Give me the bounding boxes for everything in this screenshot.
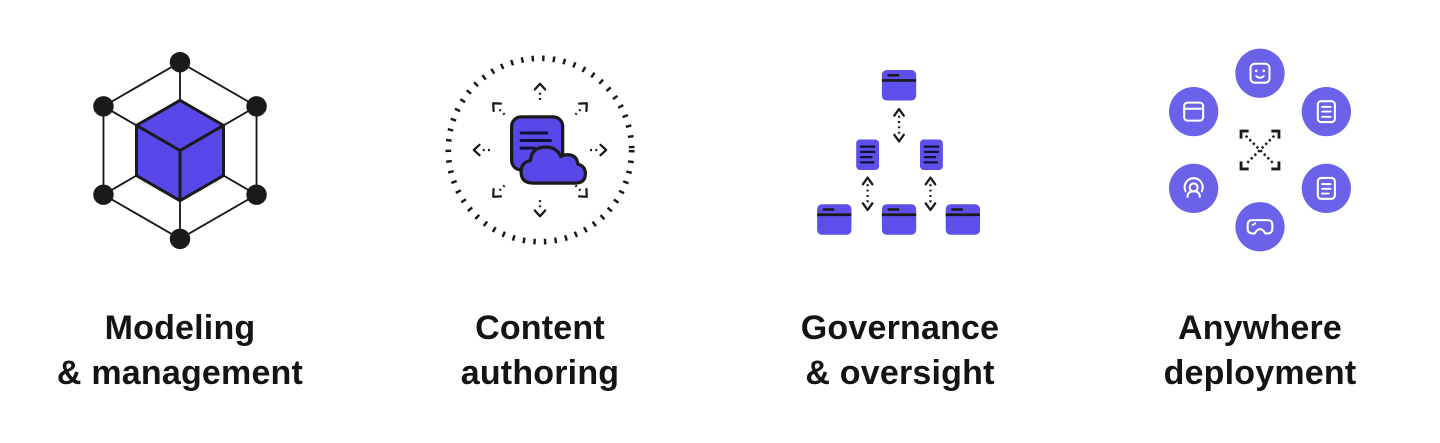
feature-modeling-management: Modeling & management xyxy=(0,0,360,443)
network-cube-svg xyxy=(93,51,267,249)
expand-icon xyxy=(1239,129,1281,171)
feature-label-line2: & oversight xyxy=(805,354,995,392)
feature-label-line2: & management xyxy=(56,354,304,392)
device-ring-expand-svg xyxy=(1169,48,1351,252)
network-cube-icon xyxy=(87,0,273,300)
vr-headset-icon xyxy=(1235,202,1285,252)
feature-governance-oversight: Governance & oversight xyxy=(720,0,1080,443)
feature-label: Anywhere deployment xyxy=(1164,306,1357,396)
broadcast-person-icon xyxy=(1169,163,1219,214)
device-ring-expand-icon xyxy=(1151,0,1369,300)
feature-label: Governance & oversight xyxy=(801,306,1000,396)
feature-label-line2: authoring xyxy=(460,354,620,392)
feature-label: Content authoring xyxy=(461,306,620,396)
feature-content-authoring: Content authoring xyxy=(360,0,720,443)
feature-label-line1: Content xyxy=(475,309,605,347)
browser-window-icon xyxy=(1169,86,1219,137)
feature-anywhere-deployment: Anywhere deployment xyxy=(1080,0,1440,443)
document-lines-icon xyxy=(1301,163,1351,214)
hierarchy-sync-icon xyxy=(800,0,1000,300)
device-circles xyxy=(1169,48,1351,252)
display-face-icon xyxy=(1235,48,1285,98)
feature-label-line2: deployment xyxy=(1163,354,1357,392)
device-lines-icon xyxy=(1301,86,1351,137)
radiating-document-cloud-icon xyxy=(436,0,644,300)
feature-label-line1: Governance xyxy=(800,309,1000,347)
hierarchy-sync-svg xyxy=(815,68,982,237)
feature-label-line1: Modeling xyxy=(104,309,256,347)
feature-label-line1: Anywhere xyxy=(1177,309,1343,347)
radiating-document-cloud-svg xyxy=(445,55,635,245)
feature-label: Modeling & management xyxy=(57,306,303,396)
